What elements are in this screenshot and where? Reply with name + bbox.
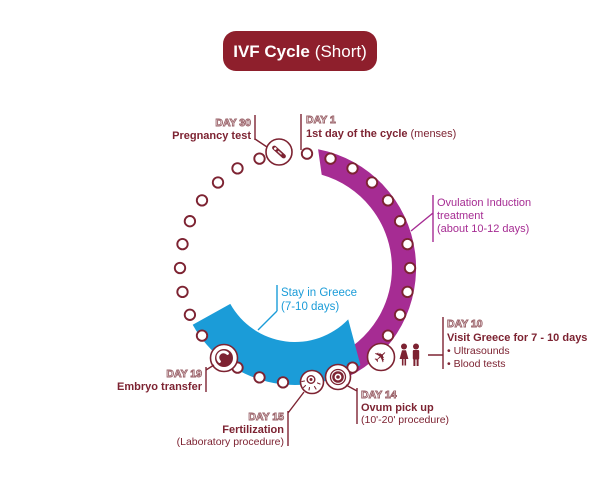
day1-daytag: DAY 1 [306, 114, 336, 126]
day-dot [381, 194, 395, 207]
title-background [223, 31, 377, 71]
title-banner: IVF Cycle (Short) [223, 31, 377, 71]
day30-label: DAY 30 Pregnancy test [172, 117, 251, 142]
day14-sub: (10'-20' procedure) [361, 414, 449, 426]
day-dot [195, 194, 209, 207]
day-dot [183, 215, 197, 228]
day-dot [401, 285, 414, 299]
title-main-text: IVF Cycle [233, 42, 310, 61]
stay-leader [257, 285, 278, 331]
day-dot [183, 308, 197, 321]
day14-text: Ovum pick up [361, 402, 434, 414]
day-dot [231, 162, 244, 175]
day-dot [381, 329, 395, 342]
day-dot [401, 237, 414, 251]
day1-text: 1st day of the cycle(menses) [306, 128, 456, 140]
day10-bullet1: • Ultrasounds [447, 345, 510, 357]
day10-bullet2: • Blood tests [447, 358, 506, 370]
day15-sub: (Laboratory procedure) [177, 436, 284, 448]
day-dot [253, 152, 266, 165]
couple-icon [399, 343, 420, 366]
embryo-icon [209, 343, 239, 373]
fertilization-cell-icon [299, 369, 325, 395]
stay-line2: (7-10 days) [281, 301, 339, 313]
pregnancy-test-icon [265, 138, 293, 166]
day10-label: DAY 10 Visit Greece for 7 - 10 days • Ul… [447, 318, 588, 370]
day15-leader [287, 391, 305, 446]
ovum-icon [324, 363, 352, 391]
page-title: IVF Cycle (Short) [233, 42, 367, 61]
airplane-icon: ✈ [366, 342, 396, 372]
day30-leader [254, 115, 268, 148]
day15-label: DAY 15 Fertilization (Laboratory procedu… [177, 411, 285, 448]
day10-leader [428, 317, 444, 369]
day-dot-ring [173, 147, 417, 389]
ovulation-line1: Ovulation Induction [437, 197, 531, 209]
day-dot [403, 261, 417, 275]
day-dot [253, 371, 266, 384]
day14-daytag: DAY 14 [361, 389, 397, 401]
ovulation-induction-arc [318, 149, 417, 377]
day-dot [365, 176, 379, 189]
day-dot [346, 162, 359, 175]
day-dot [276, 376, 290, 389]
day30-text: Pregnancy test [172, 130, 251, 142]
day-dot [173, 261, 187, 275]
day15-text: Fertilization [222, 424, 284, 436]
day30-daytag: DAY 30 [215, 117, 251, 129]
day10-daytag: DAY 10 [447, 318, 483, 330]
leader-lines [205, 114, 444, 446]
day1-text-bold: 1st day of the cycle [306, 128, 408, 140]
ovulation-label: Ovulation Induction treatment (about 10-… [437, 197, 531, 235]
day-dot [393, 308, 407, 321]
day10-text: Visit Greece for 7 - 10 days [447, 332, 587, 344]
day-dot [393, 215, 407, 228]
day19-text: Embryo transfer [117, 381, 203, 393]
stay-line1: Stay in Greece [281, 287, 357, 299]
ovulation-line2: treatment [437, 210, 483, 222]
ovulation-line3: (about 10-12 days) [437, 223, 529, 235]
day-dot [211, 176, 225, 189]
day14-label: DAY 14 Ovum pick up (10'-20' procedure) [361, 389, 450, 426]
day19-label: DAY 19 Embryo transfer [117, 368, 203, 393]
day1-label: DAY 1 1st day of the cycle(menses) [306, 114, 457, 140]
day-dot [324, 152, 337, 165]
day14-leader [345, 384, 358, 424]
day-dot [195, 329, 209, 342]
day19-daytag: DAY 19 [166, 368, 202, 380]
day19-leader [205, 364, 215, 392]
day1-text-normal: (menses) [411, 128, 457, 140]
ovulation-leader [410, 195, 434, 242]
stay-label: Stay in Greece (7-10 days) [281, 287, 357, 313]
day-dot [300, 147, 314, 160]
day15-daytag: DAY 15 [248, 411, 284, 423]
day-dot [176, 285, 189, 299]
title-suffix-text: (Short) [315, 42, 367, 61]
day-dot [176, 237, 189, 251]
